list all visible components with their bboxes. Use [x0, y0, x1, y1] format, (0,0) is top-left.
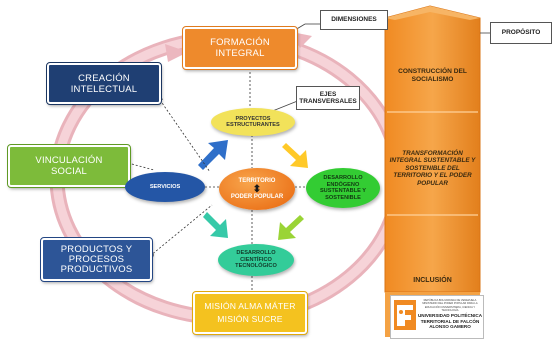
construccion-socialismo-text: CONSTRUCCIÓN DEL SOCIALISMO [385, 68, 480, 83]
desarrollo-cientifico-oval: DESARROLLO CIENTÍFICO TECNOLÓGICO [218, 244, 294, 276]
endogeno-line-1: DESARROLLO [323, 175, 363, 181]
productos-line-1: PRODUCTOS Y [60, 243, 133, 255]
proyectos-line-1: PROYECTOS [235, 115, 271, 122]
construccion-line-2: SOCIALISMO [411, 75, 454, 83]
mision-line-2: MISIÓN SUCRE [217, 314, 283, 324]
university-line-2: TERRITORIAL DE FALCÓN [420, 318, 480, 324]
logo-small-line-2: MINISTERIO DEL PODER POPULAR PARA LA [422, 302, 478, 306]
productos-line-2: PROCESOS [68, 253, 125, 265]
ejes-label-line-1: EJES [319, 90, 337, 98]
proposito-label-text: PROPÓSITO [501, 29, 541, 37]
transformacion-line-2: INTEGRAL SUSTENTABLE Y [389, 157, 476, 165]
servicios-oval: SERVICIOS [125, 172, 205, 202]
territorio-text: TERRITORIO [238, 177, 276, 184]
transformacion-line-1: TRANSFORMACIÓN [402, 150, 463, 157]
servicios-text: SERVICIOS [149, 183, 181, 190]
endogeno-line-3: SUSTENTABLE Y [319, 188, 367, 194]
pillar-text-area: CONSTRUCCIÓN DEL SOCIALISMO TRANSFORMACI… [385, 0, 480, 337]
territorio-poder-popular-oval: TERRITORIO ⬍ PODER POPULAR [219, 168, 295, 210]
ejes-transversales-label: EJES TRANSVERSALES [296, 86, 360, 110]
mision-box: MISIÓN ALMA MÁTER MISIÓN SUCRE [192, 291, 308, 335]
cientifico-line-1: DESARROLLO [236, 250, 276, 257]
desarrollo-endogeno-oval: DESARROLLO ENDÓGENO SUSTENTABLE Y SOSTEN… [306, 168, 380, 208]
construccion-line-1: CONSTRUCCIÓN DEL [398, 68, 467, 75]
dimensiones-label: DIMENSIONES [320, 10, 388, 30]
cientifico-line-2: CIENTÍFICO [240, 256, 272, 263]
transformacion-line-5: POPULAR [417, 179, 448, 187]
inclusion-text: INCLUSIÓN [385, 277, 480, 285]
vinculacion-line-1: VINCULACIÓN [35, 155, 103, 166]
dashed-connectors [127, 68, 307, 292]
university-line-1: UNIVERSIDAD POLITÉCNICA [417, 313, 483, 318]
arrow-top-right [282, 143, 308, 168]
ring-arrow-left [165, 44, 188, 62]
transformacion-integral-text: TRANSFORMACIÓN INTEGRAL SUSTENTABLE Y SO… [385, 150, 480, 187]
endogeno-line-2: ENDÓGENO [326, 181, 360, 188]
university-line-3: ALONSO GAMERO [429, 324, 471, 330]
productos-procesos-box: PRODUCTOS Y PROCESOS PRODUCTIVOS [40, 237, 153, 282]
ring-arrow-right [292, 32, 312, 48]
transformacion-line-4: TERRITORIO Y EL PODER [393, 172, 472, 180]
arrow-bottom-left [203, 212, 228, 238]
productos-line-3: PRODUCTIVOS [60, 263, 133, 275]
mision-line-1: MISIÓN ALMA MÁTER [204, 301, 296, 311]
logo-small-line-1: REPÚBLICA BOLIVARIANA DE VENEZUELA [423, 299, 477, 302]
up-down-arrow-icon: ⬍ [252, 183, 262, 195]
creacion-intelectual-box: CREACIÓN INTELECTUAL [46, 62, 162, 105]
arrow-bottom-right [278, 215, 304, 240]
vinculacion-social-box: VINCULACIÓN SOCIAL [7, 144, 131, 188]
cientifico-line-3: TECNOLÓGICO [235, 263, 277, 270]
proyectos-line-2: ESTRUCTURANTES [226, 122, 280, 128]
university-logo-icon [394, 300, 416, 330]
creacion-line-2: INTELECTUAL [70, 83, 138, 95]
formacion-line-2: INTEGRAL [215, 48, 265, 59]
university-logo-card: REPÚBLICA BOLIVARIANA DE VENEZUELA MINIS… [390, 295, 484, 339]
proposito-label: PROPÓSITO [490, 22, 552, 44]
poder-popular-text: PODER POPULAR [230, 193, 284, 200]
endogeno-line-4: SOSTENIBLE [325, 194, 361, 201]
arrow-top-left [198, 140, 228, 170]
formacion-integral-box: FORMACIÓN INTEGRAL [182, 26, 298, 70]
vinculacion-line-2: SOCIAL [50, 166, 88, 177]
logo-small-line-3: EDUCACIÓN UNIVERSITARIA, CIENCIA Y TECNO… [424, 305, 476, 312]
logo-university-name: UNIVERSIDAD POLITÉCNICA TERRITORIAL DE F… [417, 313, 483, 330]
logo-small-text: REPÚBLICA BOLIVARIANA DE VENEZUELA MINIS… [419, 299, 481, 312]
inclusion-line: INCLUSIÓN [413, 277, 452, 284]
flow-arrows [198, 140, 308, 240]
dimensiones-label-text: DIMENSIONES [331, 16, 377, 24]
proyectos-estructurantes-oval: PROYECTOS ESTRUCTURANTES [211, 108, 295, 136]
transformacion-line-3: SOSTENIBLE DEL [405, 164, 460, 172]
formacion-line-1: FORMACIÓN [210, 37, 270, 48]
ejes-label-line-2: TRANSVERSALES [299, 98, 357, 105]
creacion-line-1: CREACIÓN [78, 72, 130, 84]
